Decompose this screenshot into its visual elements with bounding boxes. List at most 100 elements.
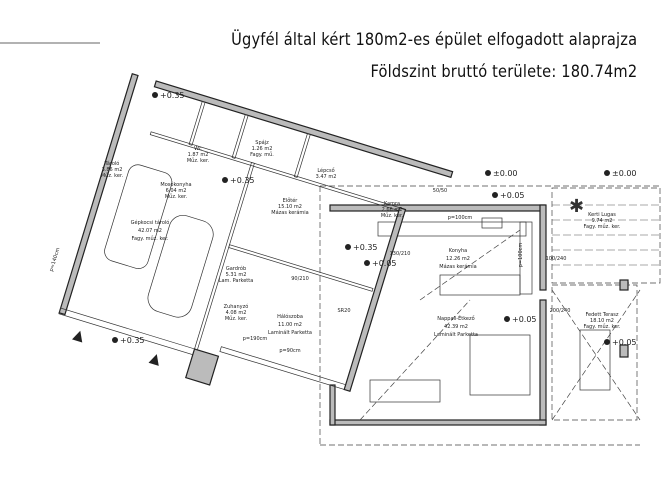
room-name: Konyha [449,248,467,254]
room-floor: Fagy. műz. ker. [584,324,621,330]
plan-area-subtitle: Földszint bruttó területe: 180.74m2 [370,62,637,82]
level-marker-icon [364,260,370,266]
level-value: +0.35 [353,243,378,252]
level-value: +0.35 [160,91,185,100]
room-area: 3.47 m2 [316,174,337,180]
room-name: Spájz [255,139,269,146]
pergola [551,187,661,284]
terrace-table [579,329,611,391]
room-area: 5.31 m2 [226,272,247,278]
level-marker: ±0.00 [604,169,637,178]
room-area: 42.39 m2 [444,324,468,330]
room-floor: Mázas kerámia [439,263,477,270]
garage-width-note: p=140cm [49,247,62,272]
room-area: 12.26 m2 [446,256,470,262]
kitchen-island [439,274,521,296]
door-dim: 130/210 [390,251,411,257]
room-name: Gardrób [226,265,246,272]
dining-table [469,334,531,396]
wall [329,204,546,212]
room-floor: Laminált Parketta [268,329,312,336]
level-marker-icon [112,337,118,343]
sink [481,217,503,229]
level-marker: +0.05 [504,315,537,324]
terrace: ✱ [551,187,661,421]
level-value: ±0.00 [612,169,637,178]
level-marker: +0.35 [345,243,378,252]
interior-wall [228,244,374,292]
room-floor: Fagy. mű. [250,152,274,158]
room-name: Előtér [283,197,299,204]
door-dim: 100/240 [546,256,567,262]
guide-line [359,299,471,421]
room-area: 2.66 m2 [382,207,403,213]
level-value: +0.35 [230,176,255,185]
room-floor: Műz. ker. [225,316,248,322]
counter-note: p=100cm [518,243,524,268]
level-marker: ±0.00 [485,169,518,178]
wall [58,72,139,316]
wall [343,207,407,392]
room-floor: Műz. ker. [381,213,404,219]
car [104,164,173,269]
plan-title: Ügyfél által kért 180m2-es épület elfoga… [230,30,637,50]
sofa [369,379,441,403]
level-marker: +0.35 [222,176,255,185]
level-value: +0.05 [372,259,397,268]
level-marker: +0.35 [112,336,145,345]
level-marker: +0.05 [492,191,525,200]
door-dim: 90/210 [291,276,309,282]
level-marker-icon [345,244,351,250]
room-name: Kerti Lugas [588,212,616,218]
room-floor: Mázas kerámia [271,209,309,216]
wall [539,204,547,291]
pillar [619,344,629,358]
room-name: Lépcső [317,167,334,174]
guide-line [551,289,641,421]
door-dim: 200/240 [550,308,571,314]
level-marker-icon [152,92,158,98]
level-labels: +0.35 +0.35 +0.35 +0.35 +0.05 +0.05 +0.05 +0.05… [112,91,637,347]
level-value: +0.05 [512,315,537,324]
room-name: Tároló [104,160,120,167]
room-name: Gépkocsi tároló [131,219,170,226]
sink-height-note: p=100cm [448,215,473,221]
level-marker-icon [604,170,610,176]
entry-arrow-icon: ▲ [71,326,86,345]
level-marker: +0.05 [604,338,637,347]
pergola-slats [552,204,660,266]
kitchen-counter [519,221,533,295]
window-note: p=190cm [243,336,268,342]
level-marker: +0.05 [364,259,397,268]
interior-wall [231,114,249,159]
wall [153,80,454,179]
wall [329,419,547,426]
room-name: Mosókonyha [160,181,191,188]
room-floor: Lam. Parketta [219,278,254,284]
interior-wall [293,133,311,178]
wall [329,384,336,426]
room-floor: Műz. ker. [101,173,124,179]
interior-wall [188,100,206,146]
pillar [619,279,629,291]
room-floor: Műz. ker. [187,158,210,164]
room-area: 3.86 m2 [102,167,123,173]
room-name: Zuhanyzó [224,303,249,310]
level-value: ±0.00 [493,169,518,178]
room-area: 6.04 m2 [166,188,187,194]
plant-icon: ✱ [569,196,584,217]
level-value: +0.35 [120,336,145,345]
guide-line [419,229,521,301]
window-sr-note: SR20 [337,308,350,314]
window-note: p=90cm [279,348,300,354]
room-area: 11.00 m2 [278,322,302,328]
room-area: 42.07 m2 [138,228,162,234]
room-name: Fedett Terasz [585,312,618,318]
room-area: 4.08 m2 [226,310,247,316]
interior-wall [149,131,401,212]
room-area: 9.74 m2 [592,218,613,224]
garage-wing: ▲ ▲ [58,72,454,392]
